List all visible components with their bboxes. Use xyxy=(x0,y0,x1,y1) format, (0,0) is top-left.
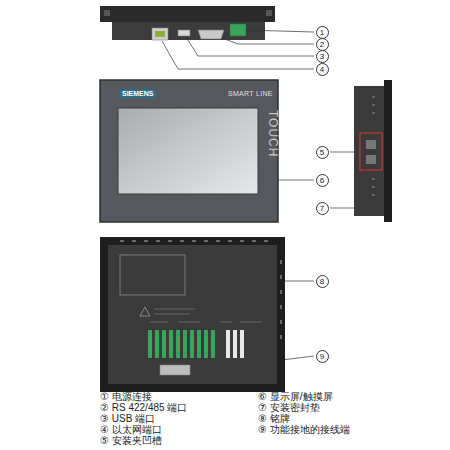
clip-recess xyxy=(366,155,376,164)
callout-number: 4 xyxy=(316,63,329,76)
brand-logo: SIEMENS xyxy=(120,89,156,98)
top-view-housing xyxy=(112,22,265,40)
front-bezel xyxy=(100,80,278,222)
mounting-tab xyxy=(104,10,110,16)
callout-number: 8 xyxy=(316,275,329,288)
back-cover xyxy=(108,245,277,384)
callout-number: 9 xyxy=(316,350,329,363)
product-line: SMART LINE xyxy=(228,89,273,98)
part-key: ④ 以太网端口 xyxy=(100,424,162,435)
callout-number: 2 xyxy=(316,38,329,51)
ethernet-port xyxy=(152,28,168,40)
part-key: ② RS 422/485 端口 xyxy=(100,402,187,413)
hmi-front-panel: SIEMENS SMART LINE TOUCH xyxy=(100,80,278,222)
callout-number: 3 xyxy=(316,50,329,63)
side-bezel xyxy=(384,80,392,222)
part-key: ⑧ 铭牌 xyxy=(258,413,290,424)
part-key: ① 电源连接 xyxy=(100,391,152,402)
function-earth-terminal xyxy=(160,365,190,375)
top-view-bezel xyxy=(100,6,275,22)
display-screen xyxy=(118,108,258,194)
callout-number: 7 xyxy=(316,202,329,215)
warning-text-marks xyxy=(150,309,262,322)
leader-line xyxy=(222,38,314,44)
terminal-strip xyxy=(148,330,244,358)
part-key: ⑤ 安装夹凹槽 xyxy=(100,435,162,446)
clip-recess xyxy=(366,140,376,149)
rs485-port xyxy=(198,30,224,39)
power-connector xyxy=(230,24,246,36)
leader-line xyxy=(246,30,314,32)
clip-highlight xyxy=(360,133,382,170)
callout-number: 5 xyxy=(316,146,329,159)
part-key: ⑨ 功能接地的接线端 xyxy=(258,424,350,435)
nameplate xyxy=(120,255,185,295)
usb-port xyxy=(178,30,190,36)
part-key: ⑥ 显示屏/触摸屏 xyxy=(258,391,333,402)
leader-line xyxy=(162,41,314,69)
callout-number: 6 xyxy=(316,174,329,187)
warning-symbol xyxy=(140,307,150,316)
back-vents xyxy=(120,240,282,339)
side-housing xyxy=(354,86,384,216)
callout-number: 1 xyxy=(316,26,329,39)
touch-marking: TOUCH xyxy=(266,110,280,157)
mounting-tab xyxy=(266,10,272,16)
part-key: ③ USB 端口 xyxy=(100,413,155,424)
leader-line xyxy=(330,152,356,153)
back-frame xyxy=(100,237,285,392)
leader-line xyxy=(186,37,314,56)
part-key: ⑦ 安装密封垫 xyxy=(258,402,320,413)
ethernet-port-led xyxy=(155,31,165,37)
